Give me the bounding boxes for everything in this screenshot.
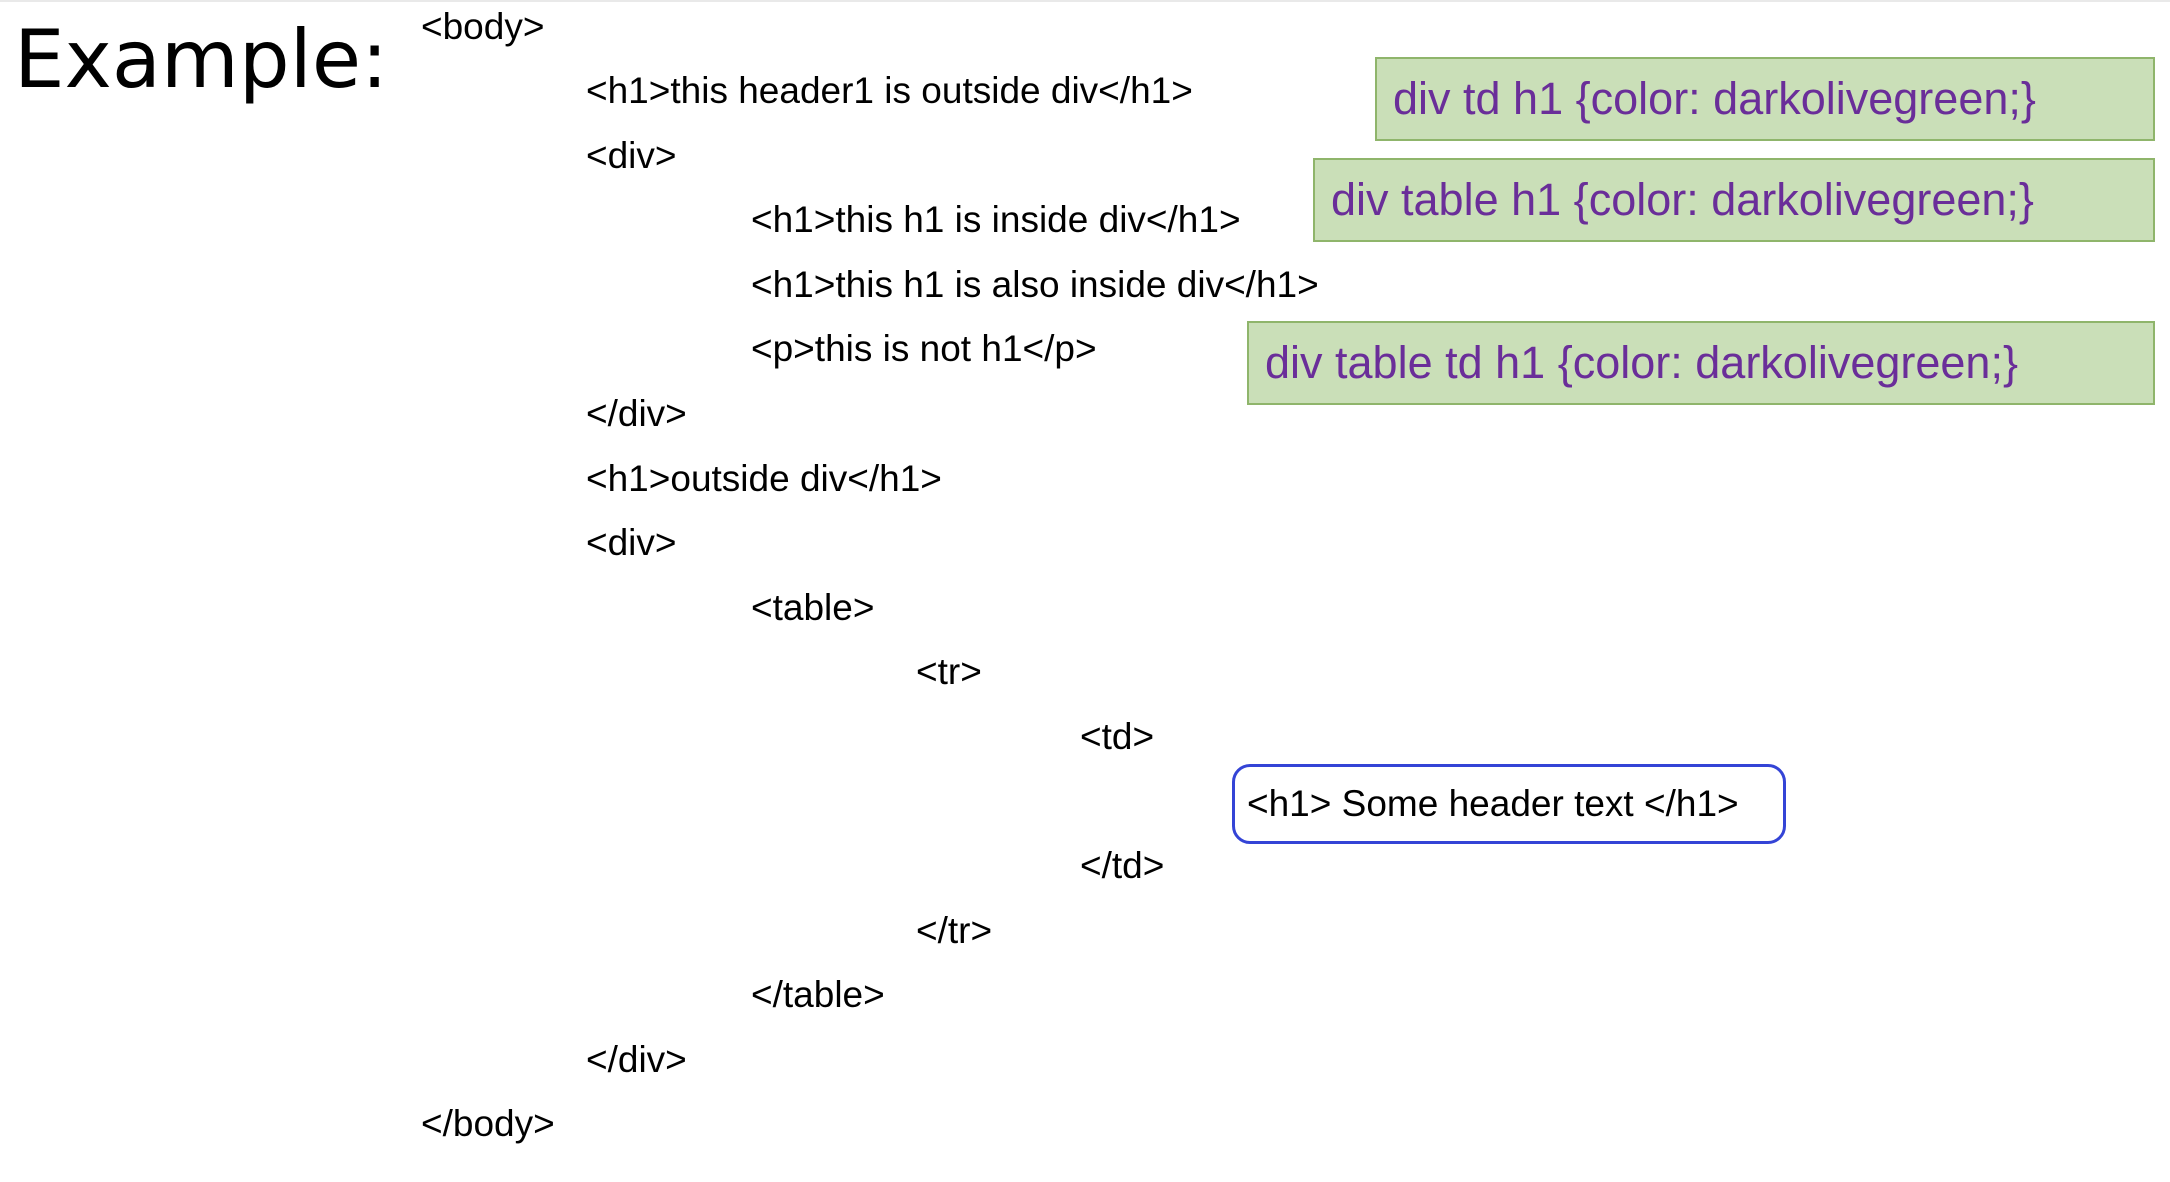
code-line: </div> <box>586 393 687 434</box>
code-line: </div> <box>586 1039 687 1080</box>
code-line: </table> <box>751 974 885 1015</box>
code-line: <h1>this h1 is also inside div</h1> <box>751 264 1319 305</box>
top-divider <box>0 0 2170 2</box>
code-line: <h1>this header1 is outside div</h1> <box>586 70 1193 111</box>
code-line: <div> <box>586 135 677 176</box>
code-line: <body> <box>421 6 545 47</box>
selector-box-div-table-td-h1: div table td h1 {color: darkolivegreen;} <box>1247 321 2155 405</box>
code-line: <tr> <box>916 651 982 692</box>
code-line: <div> <box>586 522 677 563</box>
selector-box-div-td-h1: div td h1 {color: darkolivegreen;} <box>1375 57 2155 141</box>
code-line: <h1>this h1 is inside div</h1> <box>751 199 1241 240</box>
selector-box-div-table-h1: div table h1 {color: darkolivegreen;} <box>1313 158 2155 242</box>
highlighted-h1-text: <h1> Some header text </h1> <box>1247 783 1739 824</box>
code-line: <table> <box>751 587 875 628</box>
slide-title: Example: <box>14 13 389 106</box>
code-line: </td> <box>1080 845 1165 886</box>
highlighted-h1-box: <h1> Some header text </h1> <box>1232 764 1786 844</box>
code-line: <td> <box>1080 716 1155 757</box>
code-line: </tr> <box>916 910 993 951</box>
code-line: <h1>outside div</h1> <box>586 458 942 499</box>
code-line: </body> <box>421 1103 555 1144</box>
code-line: <p>this is not h1</p> <box>751 328 1097 369</box>
